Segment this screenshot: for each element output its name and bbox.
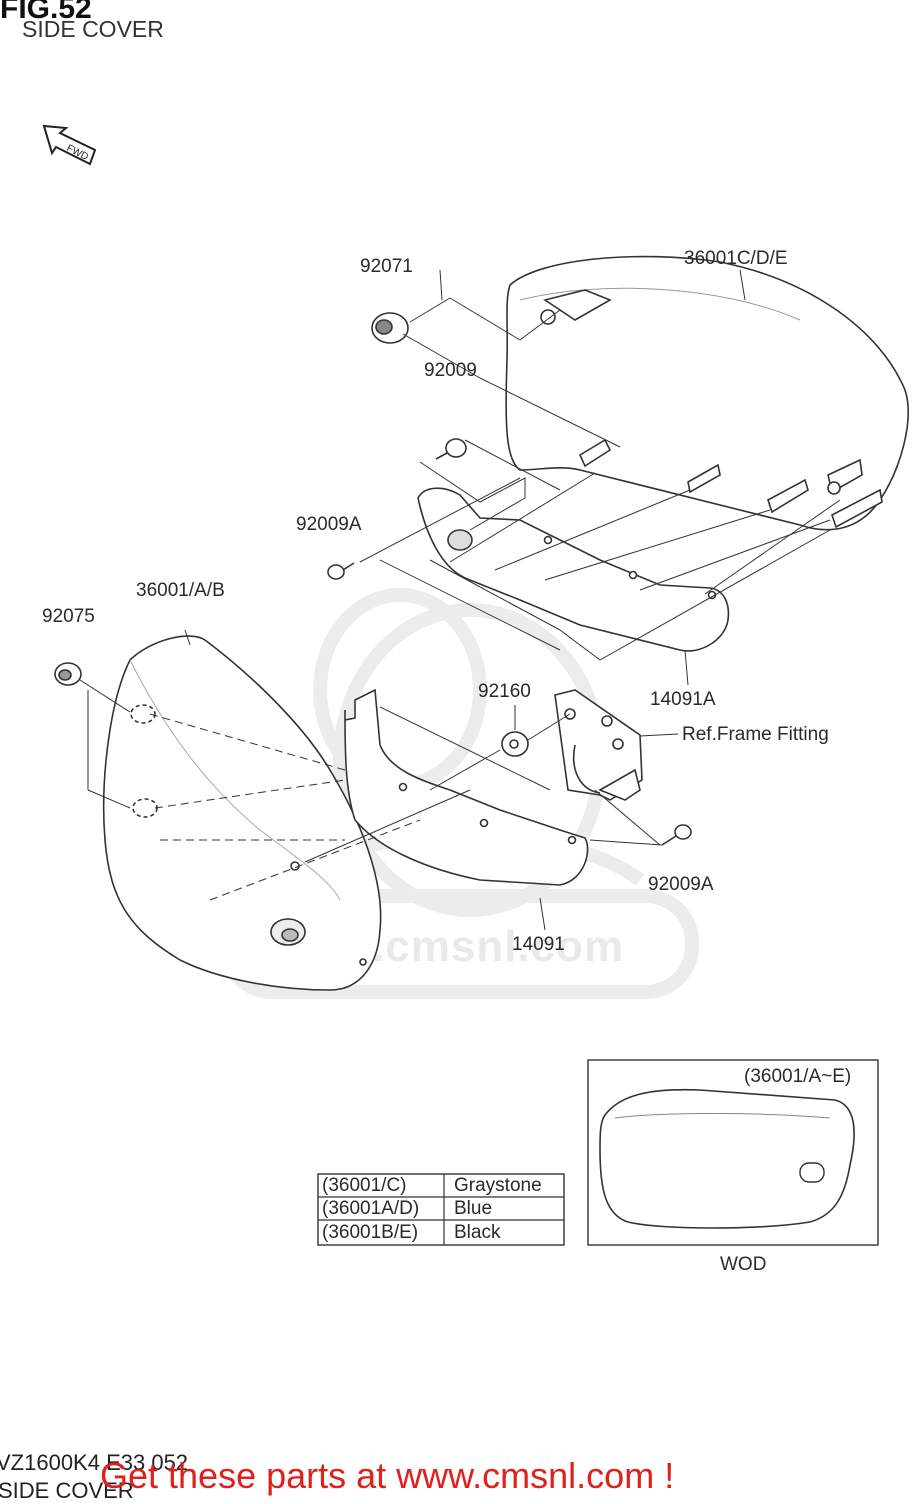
leader-lines-upper — [359, 269, 841, 686]
callout-14091a: 14091A — [650, 689, 716, 710]
grommet-92075 — [54, 662, 82, 686]
frame-fitting-bracket — [554, 689, 643, 801]
callout-92071: 92071 — [360, 256, 413, 277]
color-table-color-1: Blue — [454, 1198, 492, 1219]
callout-92075: 92075 — [42, 606, 95, 627]
inset-title: (36001/A~E) — [744, 1066, 851, 1087]
inner-cover-14091 — [344, 688, 589, 886]
side-cover-lower — [102, 635, 382, 991]
color-table-code-0: (36001/C) — [322, 1175, 407, 1196]
callout-ref-frame: Ref.Frame Fitting — [682, 724, 829, 745]
bolt-92009a-bottom — [661, 824, 692, 846]
inset-wod: (36001/A~E) WOD — [587, 1059, 879, 1275]
fwd-arrow-icon: FWD — [42, 124, 97, 166]
bolt-92009 — [435, 438, 467, 460]
callout-14091: 14091 — [512, 934, 565, 955]
diagram-subtitle: SIDE COVER — [0, 1478, 134, 1503]
color-table: (36001/C) Graystone (36001A/D) Blue (360… — [317, 1173, 565, 1246]
callout-36001cde: 36001C/D/E — [684, 248, 788, 269]
callout-92009: 92009 — [424, 360, 477, 381]
leader-lines-lower — [79, 629, 679, 931]
diagram-code: VZ1600K4 E33 052 — [0, 1450, 189, 1475]
color-table-color-0: Graystone — [454, 1175, 542, 1196]
figure-title: SIDE COVER — [22, 16, 164, 42]
color-table-code-2: (36001B/E) — [322, 1222, 418, 1243]
washer-92160 — [501, 731, 529, 757]
figure-number: FIG.52 — [0, 0, 92, 25]
color-table-code-1: (36001A/D) — [322, 1198, 419, 1219]
callout-92160: 92160 — [478, 681, 531, 702]
callout-92009a-bottom: 92009A — [648, 874, 714, 895]
bolt-92009a-top — [327, 562, 355, 580]
callout-36001ab: 36001/A/B — [136, 580, 225, 601]
callout-92009a-top: 92009A — [296, 514, 362, 535]
inner-cover-14091a — [417, 487, 730, 652]
shop-link[interactable]: Get these parts at www.cmsnl.com ! — [100, 1455, 675, 1496]
color-table-color-2: Black — [454, 1222, 501, 1243]
grommet-92071 — [371, 312, 409, 344]
inset-caption: WOD — [720, 1254, 766, 1275]
side-cover-upper — [505, 255, 909, 531]
